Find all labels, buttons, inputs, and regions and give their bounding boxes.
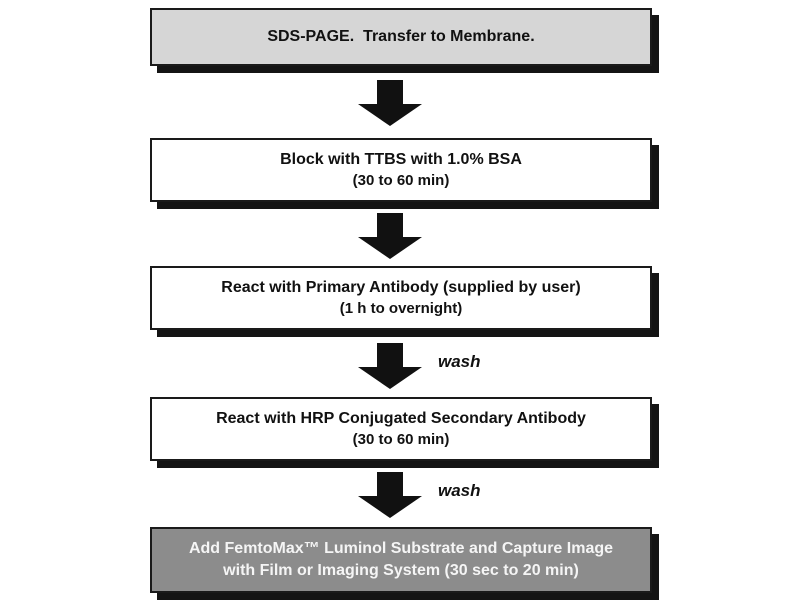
step-text-continued: with Film or Imaging System (30 sec to 2… bbox=[223, 562, 579, 579]
down-arrow-icon bbox=[358, 343, 422, 389]
wash-label: wash bbox=[438, 352, 481, 371]
step-duration: (30 to 60 min) bbox=[352, 431, 450, 449]
step-duration: (1 h to overnight) bbox=[339, 300, 463, 318]
wash-label: wash bbox=[438, 481, 481, 500]
down-arrow-icon bbox=[358, 213, 422, 259]
step-block-ttbs: Block with TTBS with 1.0% BSA (30 to 60 … bbox=[150, 138, 652, 202]
down-arrow-icon bbox=[358, 80, 422, 126]
step-substrate-capture: Add FemtoMax™ Luminol Substrate and Capt… bbox=[150, 527, 652, 593]
down-arrow-icon bbox=[358, 472, 422, 518]
step-primary-antibody: React with Primary Antibody (supplied by… bbox=[150, 266, 652, 330]
step-text: SDS-PAGE. Transfer to Membrane. bbox=[267, 28, 535, 46]
step-text: Add FemtoMax™ Luminol Substrate and Capt… bbox=[188, 540, 614, 558]
step-text: React with HRP Conjugated Secondary Anti… bbox=[216, 410, 586, 428]
step-text: React with Primary Antibody (supplied by… bbox=[221, 279, 581, 297]
step-text: Block with TTBS with 1.0% BSA bbox=[280, 151, 522, 169]
step-duration: (30 to 60 min) bbox=[352, 172, 450, 190]
step-secondary-antibody: React with HRP Conjugated Secondary Anti… bbox=[150, 397, 652, 461]
step-sds-page-transfer: SDS-PAGE. Transfer to Membrane. bbox=[150, 8, 652, 66]
